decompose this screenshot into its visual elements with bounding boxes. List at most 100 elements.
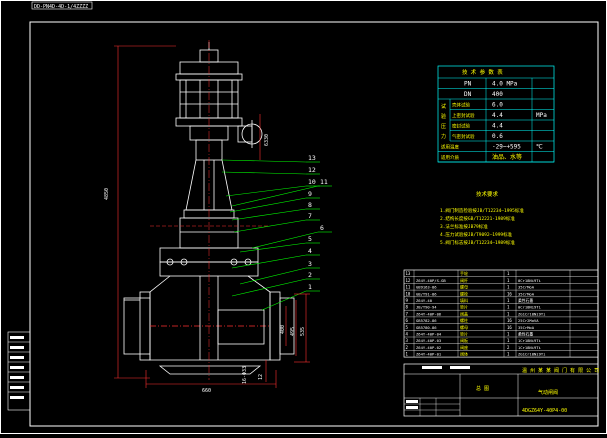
spec-table-title: 技 术 参 数 表 xyxy=(462,68,503,76)
parts-row-number: 3 xyxy=(406,338,409,343)
spec-row-unit: ℃ xyxy=(536,144,543,151)
parts-row-material: 0Cr18Ni9Ti xyxy=(518,305,542,310)
spec-row-value: 4.4 xyxy=(492,112,503,119)
parts-row-code: GB9163-86 xyxy=(416,285,437,290)
balloon-label: 1 xyxy=(308,283,312,291)
spec-row-value: 油品、水等 xyxy=(492,153,522,161)
dim-flange-a-text: 535 xyxy=(300,327,306,336)
balloon-label: 6 xyxy=(320,224,324,232)
parts-row-qty: 1 xyxy=(507,352,510,357)
balloon-leader xyxy=(233,219,307,233)
balloon-label: 7 xyxy=(308,212,312,220)
dim-bore-text: 400 xyxy=(280,325,286,334)
spec-group-char: 验 xyxy=(441,113,446,120)
spec-row-unit: MPa xyxy=(536,112,547,119)
parts-row-material: 35CrMoA xyxy=(518,291,535,296)
parts-row-code: GB5782-86 xyxy=(416,318,437,323)
spec-row-value: 0.6 xyxy=(492,133,503,140)
parts-row-code: GB/T91-86 xyxy=(416,291,437,296)
balloon-leader xyxy=(251,231,319,249)
parts-row-number: 4 xyxy=(406,332,409,337)
spec-group-char: 压 xyxy=(441,124,446,130)
parts-row-material: 1Cr18Ni9Ti xyxy=(518,338,542,343)
parts-row-qty: 1 xyxy=(507,298,510,303)
spec-group-char: 试 xyxy=(441,103,446,110)
parts-row-name: 阀座 xyxy=(460,344,468,350)
parts-row-material: 0Cr18Ni9Ti xyxy=(518,278,542,283)
title-block-drawing-name: 气动闸阀 xyxy=(538,389,558,396)
parts-row-name: 螺栓 xyxy=(460,290,468,296)
title-stamp-box xyxy=(31,1,93,10)
parts-row-number: 8 xyxy=(406,305,409,310)
balloon-leaders xyxy=(221,159,332,311)
spec-row-label: 密封试验 xyxy=(452,123,470,130)
spec-group-char: 力 xyxy=(441,133,446,140)
parts-row-qty: 16 xyxy=(507,318,512,323)
spec-row-label: 壳体试验 xyxy=(452,102,470,109)
spec-row-label: 适用温度 xyxy=(441,144,459,151)
balloon-label: 13 xyxy=(308,154,316,162)
parts-row-number: 10 xyxy=(406,291,411,296)
parts-row-qty: 1 xyxy=(507,338,510,343)
parts-row-name: 阀体 xyxy=(460,351,468,357)
balloon-leader xyxy=(231,278,307,297)
parts-row-name: 阀板 xyxy=(460,337,468,343)
parts-row-material: 25Cr2MoVA xyxy=(518,318,539,323)
parts-row-code: Z64Y-40P-06 xyxy=(416,311,442,316)
spec-row-symbol: PN xyxy=(464,81,472,88)
dim-overall-height-text: 4850 xyxy=(104,188,110,200)
dim-handwheel-text: 6330 xyxy=(264,134,270,146)
parts-row-code: Z64Y-40P-04 xyxy=(416,332,442,337)
balloon-label: 9 xyxy=(308,190,312,198)
parts-row-code: Z64Y-40P-01 xyxy=(416,352,442,357)
parts-row-qty: 16 xyxy=(507,325,512,330)
parts-row-material: 35CrMoA xyxy=(518,325,535,330)
note-line-1: 1.阀门制造检验按JB/T12234—1995标准 xyxy=(440,207,524,214)
parts-row-qty: 1 xyxy=(507,311,510,316)
parts-row-material: ZG1Cr18Ni9Ti xyxy=(518,311,546,316)
parts-row-code: Z64Y-40P/S-GB xyxy=(416,278,446,283)
valve-drawing xyxy=(123,40,295,380)
balloon-label: 12 xyxy=(308,166,316,174)
parts-row-material: 柔性石墨 xyxy=(518,332,533,337)
balloon-label: 10 xyxy=(308,178,316,186)
parts-row-qty: 1 xyxy=(507,271,510,276)
inner-frame xyxy=(29,21,599,427)
balloon-leader xyxy=(239,267,307,285)
parts-row-number: 9 xyxy=(406,298,409,303)
title-block: 总 图 温 州 某 某 阀 门 有 限 公 司 气动闸阀 4DGZ64Y-40P… xyxy=(403,363,599,417)
dim-small-text: 12 xyxy=(258,374,264,380)
balloon-leader xyxy=(239,242,307,253)
balloon-leader xyxy=(231,208,307,221)
parts-row-name: 填料 xyxy=(460,297,468,303)
balloon-leader xyxy=(221,171,307,175)
parts-row-number: 11 xyxy=(406,285,411,290)
balloon-leader xyxy=(225,185,307,197)
parts-table-frame xyxy=(403,269,599,358)
balloon-label: 2 xyxy=(308,271,312,279)
notes-title: 技术要求 xyxy=(476,190,499,198)
parts-row-qty: 1 xyxy=(507,278,510,283)
parts-row-material: 1Cr18Ni9Ti xyxy=(518,345,542,350)
parts-row-name: 螺母 xyxy=(460,284,468,290)
parts-row-name: 垫片 xyxy=(460,304,468,310)
handwheel-gearbox xyxy=(237,120,263,148)
parts-row-code: Z64Y-40P-03 xyxy=(416,338,441,343)
balloon-leader xyxy=(231,254,307,269)
valve-body xyxy=(123,275,295,375)
balloon-label: 3 xyxy=(308,260,312,268)
note-line-5: 5.阀门标志按JB/T12234—1989标准 xyxy=(440,239,515,246)
parts-row-code: Z64Y-40P-02 xyxy=(416,345,441,350)
spec-row-label: 上密封试验 xyxy=(452,112,475,119)
parts-row-material: ZG1Cr18Ni9Ti xyxy=(518,352,546,357)
parts-row-number: 5 xyxy=(406,325,409,330)
parts-row-qty: 16 xyxy=(507,291,512,296)
dim-bolt-text: 16-Φ33 xyxy=(242,366,248,384)
revision-block xyxy=(7,331,31,411)
